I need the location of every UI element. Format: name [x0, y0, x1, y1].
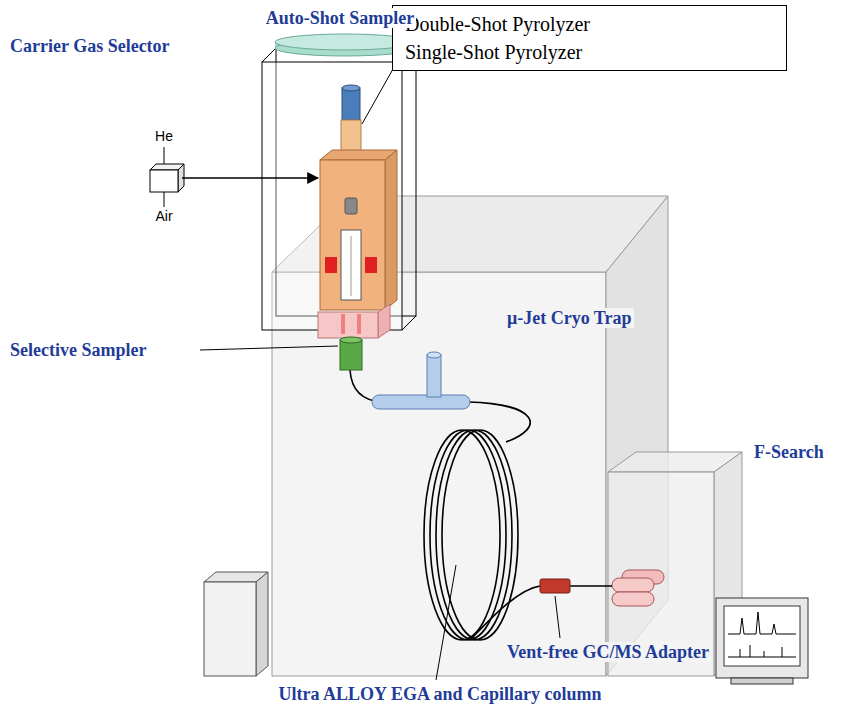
- leader-line: [555, 596, 560, 638]
- part-name: μ-Jet Cryo Trap: [505, 308, 634, 328]
- gas-selector: [164, 192, 165, 207]
- monitor: [731, 678, 793, 684]
- interface-block: [318, 304, 390, 338]
- pyrolyzer-furnace: [341, 230, 361, 300]
- monitor: [724, 606, 800, 666]
- monitor: [740, 649, 741, 657]
- capillary-column: [442, 430, 518, 640]
- gas-name: He: [153, 128, 175, 144]
- selective-sampler: [340, 337, 362, 370]
- monitor: [750, 645, 751, 657]
- cryo-trap: [372, 395, 470, 409]
- part-name: Auto-Shot Sampler: [264, 8, 417, 28]
- gas-selector: [164, 147, 165, 164]
- pyrolyzer-furnace: [365, 257, 377, 273]
- monitor: [728, 612, 796, 634]
- monitor: [782, 647, 783, 657]
- leader-line: [200, 69, 560, 680]
- gas-selector: [182, 177, 318, 179]
- monitor: [728, 657, 796, 658]
- part-name: F-Search: [752, 442, 826, 462]
- gas-selector: [150, 170, 178, 192]
- pyrolyzer-furnace: [325, 257, 337, 273]
- cryo-trap: [427, 352, 441, 358]
- pyrolyzer-furnace: [320, 150, 397, 310]
- cryo-trap: [372, 352, 470, 409]
- leader-line: [200, 346, 338, 350]
- pyrolyzer-furnace: [385, 150, 397, 310]
- sample-cup: [342, 85, 360, 91]
- pyrolyzer-furnace: [320, 150, 397, 160]
- leader-line: [436, 565, 456, 680]
- ms-source: [612, 578, 654, 592]
- callout-text: Single-Shot Pyrolyzer: [393, 38, 786, 66]
- controller-box: [204, 572, 268, 676]
- interface-block: [378, 304, 390, 338]
- ms-source: [612, 570, 664, 606]
- gas-name: Air: [153, 208, 174, 224]
- gcms-adapter: [540, 579, 570, 593]
- pyrolyzer-furnace: [345, 198, 357, 214]
- controller-box: [256, 572, 268, 676]
- capillary-column: [570, 585, 612, 587]
- part-name: Carrier Gas Selector: [8, 36, 172, 56]
- gas-selector: [150, 147, 318, 207]
- part-name: Ultra ALLOY EGA and Capillary column: [277, 684, 604, 704]
- capillary-column: [468, 402, 530, 442]
- capillary-column: [350, 370, 612, 640]
- leader-line: [362, 69, 393, 124]
- pyrolyzer-furnace: [351, 236, 352, 296]
- ms-source: [612, 592, 654, 606]
- interface-block: [318, 312, 378, 338]
- interface-block: [341, 314, 345, 334]
- part-name: Vent-free GC/MS Adapter: [505, 642, 711, 662]
- pyrolyzer-furnace: [320, 160, 385, 310]
- capillary-column: [470, 586, 540, 640]
- controller-box: [204, 582, 256, 676]
- callout-box: Double-Shot PyrolyzerSingle-Shot Pyrolyz…: [392, 5, 787, 71]
- selective-sampler: [340, 340, 362, 370]
- cryo-trap: [427, 355, 441, 397]
- sample-cup: [342, 88, 360, 120]
- sampler-housing: [262, 48, 276, 62]
- interface-block: [357, 314, 361, 334]
- selective-sampler: [340, 337, 362, 343]
- gc-oven: [272, 272, 606, 676]
- sampler-housing: [262, 62, 402, 330]
- monitor: [716, 598, 808, 684]
- gcms-adapter: [540, 579, 570, 593]
- callout-text: Double-Shot Pyrolyzer: [393, 10, 786, 38]
- sample-cup: [341, 85, 361, 160]
- sampler-housing: [262, 48, 416, 330]
- part-name: Selective Sampler: [8, 340, 148, 360]
- monitor: [764, 651, 765, 657]
- sampler-housing: [402, 316, 416, 330]
- monitor: [716, 598, 808, 678]
